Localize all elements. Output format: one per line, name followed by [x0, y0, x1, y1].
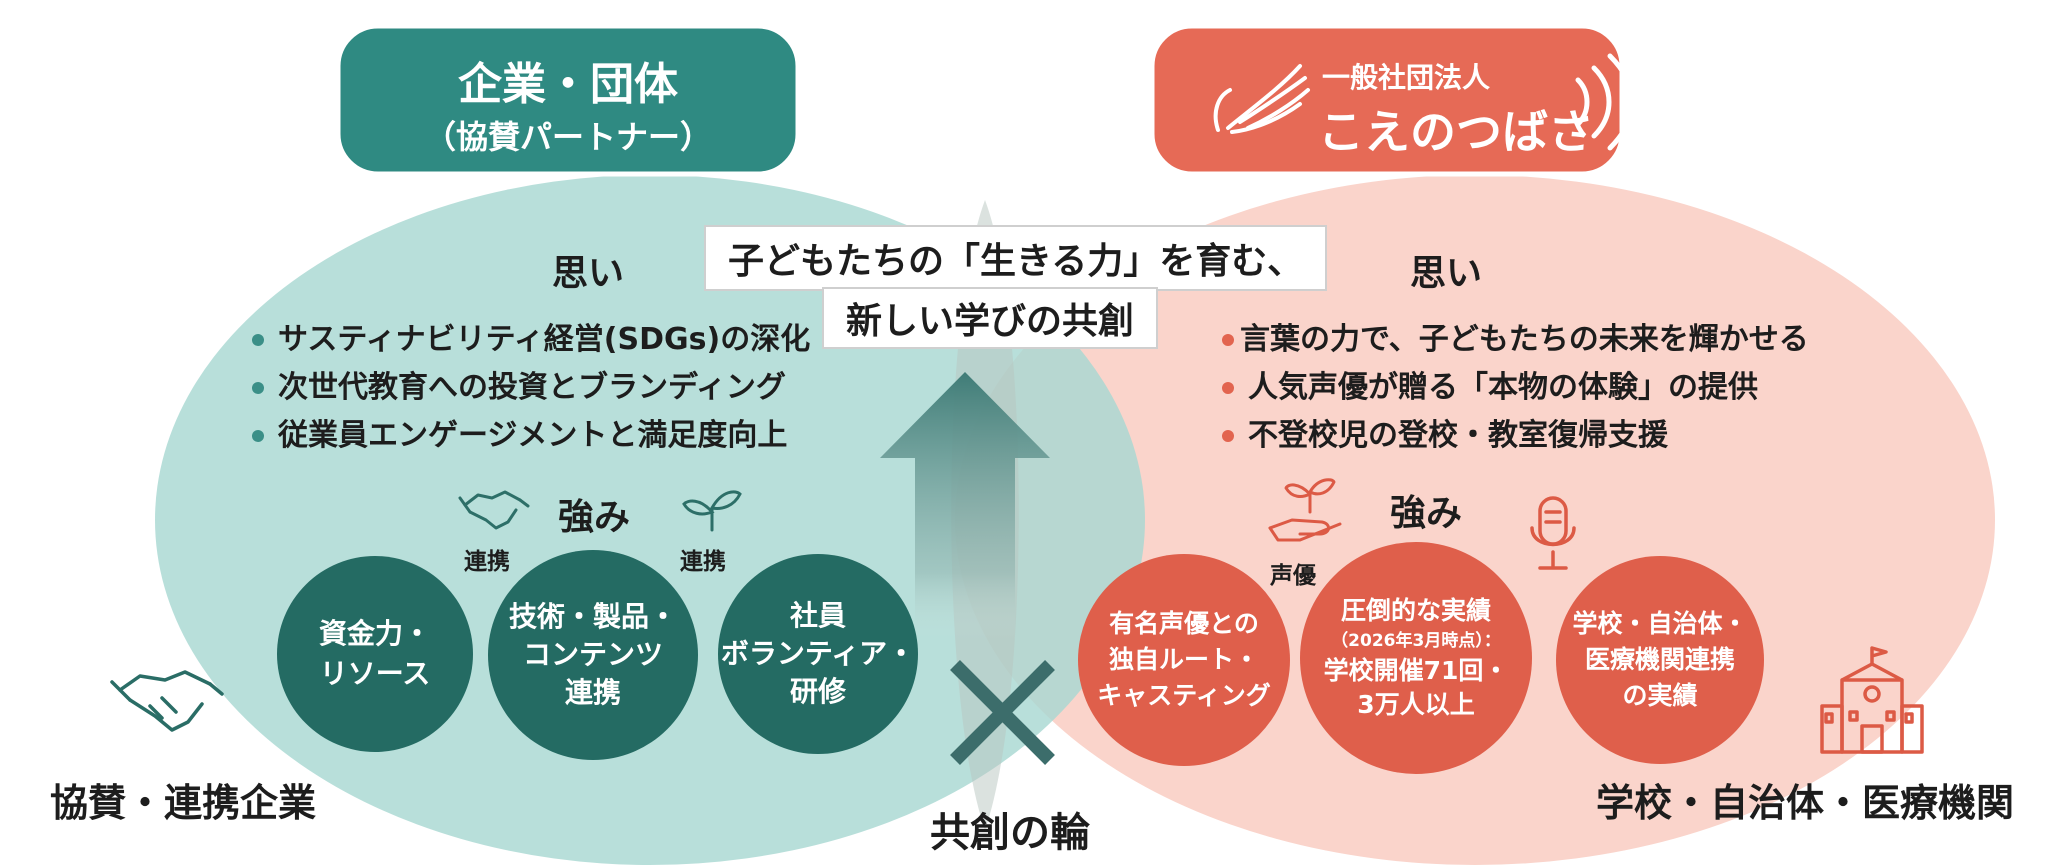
circle-text: 独自ルート・ [1108, 645, 1259, 674]
circle-text: 3万人以上 [1357, 690, 1475, 719]
list-item: 従業員エンゲージメントと満足度向上 [252, 412, 810, 460]
central-message-line2: 新しい学びの共創 [822, 287, 1159, 349]
circle-text: 有名声優との [1109, 609, 1259, 638]
circle-text: 研修 [789, 675, 846, 708]
list-item: サスティナビリティ経営(SDGs)の深化 [252, 316, 810, 364]
strength-circle-casting: 有名声優との 独自ルート・ キャスティング [1078, 554, 1290, 766]
strength-circle-volunteer: 社員 ボランティア・ 研修 [718, 554, 918, 754]
circle-text: 学校開催71回・ [1323, 656, 1509, 685]
circle-text: 社員 [789, 599, 846, 632]
circle-text: 連携 [564, 676, 621, 709]
list-item-text: 言葉の力で、子どもたちの未来を輝かせる [1240, 322, 1809, 357]
right-thoughts-heading: 思い [1410, 253, 1483, 294]
circle-text: リソース [319, 657, 431, 690]
right-plaque [1149, 23, 1625, 177]
circle-text: の実績 [1622, 681, 1698, 710]
strength-circle-funding: 資金力・ リソース [277, 556, 473, 752]
bullet-dot [252, 430, 264, 442]
left-plaque-subtitle: （協賛パートナー） [423, 118, 712, 156]
right-strengths-heading: 強み [1390, 493, 1463, 534]
circle-text: コンテンツ [522, 638, 663, 671]
school-building-icon [1820, 646, 1924, 754]
list-item-text: サスティナビリティ経営(SDGs)の深化 [278, 322, 811, 357]
center-bottom-label: 共創の輪 [930, 810, 1090, 856]
cross-icon [950, 660, 1055, 765]
circle-text: 技術・製品・ [508, 600, 677, 633]
bullet-dot [1222, 334, 1234, 346]
circle-text: キャスティング [1097, 681, 1271, 710]
voice-actor-label: 声優 [1270, 563, 1316, 589]
left-bottom-label: 協賛・連携企業 [50, 781, 317, 825]
circle-text: （2026年3月時点）： [1331, 631, 1501, 651]
handshake-icon [110, 670, 224, 732]
bullet-dot [252, 334, 264, 346]
sprout-icon [682, 490, 742, 532]
list-item: 不登校児の登校・教室復帰支援 [1222, 412, 1809, 460]
list-item: 言葉の力で、子どもたちの未来を輝かせる [1222, 316, 1809, 364]
bullet-dot [1222, 430, 1234, 442]
right-plaque-org-type: 一般社団法人 [1322, 61, 1491, 94]
left-plaque [335, 23, 801, 177]
bullet-dot [1222, 382, 1234, 394]
list-item-text: 従業員エンゲージメントと満足度向上 [278, 418, 788, 453]
left-plaque-title: 企業・団体 [458, 59, 678, 110]
circle-text: 圧倒的な実績 [1340, 596, 1491, 625]
wing-icon [1213, 64, 1310, 134]
right-thoughts-list: 言葉の力で、子どもたちの未来を輝かせる 人気声優が贈る「本物の体験」の提供 不登… [1222, 316, 1809, 460]
handshake-icon [458, 490, 530, 530]
list-item: 次世代教育への投資とブランディング [252, 364, 810, 412]
circle-text: 資金力・ [318, 617, 431, 650]
circle-text: 学校・自治体・ [1572, 609, 1748, 638]
right-bottom-label: 学校・自治体・医療機関 [1596, 781, 2015, 825]
link-label: 連携 [464, 549, 510, 575]
list-item-text: 次世代教育への投資とブランディング [278, 370, 786, 405]
list-item-text: 人気声優が贈る「本物の体験」の提供 [1248, 370, 1758, 405]
link-label: 連携 [680, 549, 726, 575]
circle-text: 医療機関連携 [1584, 645, 1735, 674]
list-item-text: 不登校児の登校・教室復帰支援 [1248, 418, 1668, 453]
right-plaque-title: こえのつばさ [1318, 105, 1594, 159]
strength-circle-track-record: 圧倒的な実績 （2026年3月時点）： 学校開催71回・ 3万人以上 [1300, 542, 1532, 774]
list-item: 人気声優が贈る「本物の体験」の提供 [1222, 364, 1809, 412]
hand-sprout-icon [1268, 478, 1342, 542]
strength-circle-technology: 技術・製品・ コンテンツ 連携 [488, 550, 698, 760]
left-thoughts-list: サスティナビリティ経営(SDGs)の深化 次世代教育への投資とブランディング 従… [252, 316, 810, 460]
left-thoughts-heading: 思い [552, 253, 625, 294]
central-message: 子どもたちの「生きる力」を育む、 新しい学びの共創 [704, 225, 1328, 349]
left-strengths-heading: 強み [558, 497, 631, 538]
central-message-line1: 子どもたちの「生きる力」を育む、 [704, 225, 1328, 291]
strength-circle-partnerships: 学校・自治体・ 医療機関連携 の実績 [1556, 556, 1764, 764]
circle-text: ボランティア・ [720, 637, 916, 670]
bullet-dot [252, 382, 264, 394]
up-arrow-icon [880, 372, 1050, 640]
microphone-icon [1530, 496, 1576, 570]
sound-wave-icon [1575, 53, 1635, 151]
